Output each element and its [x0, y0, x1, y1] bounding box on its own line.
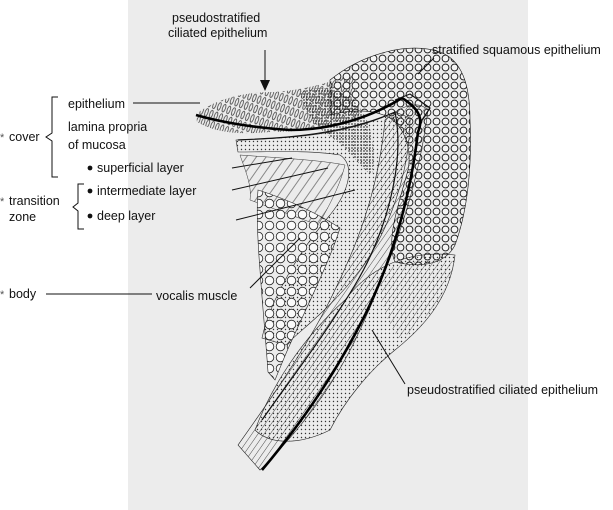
cover-label: cover — [9, 130, 40, 144]
transition-zone-label-line1: transition — [9, 194, 60, 208]
body-label: body — [9, 287, 37, 301]
lamina-propria-label-line2: of mucosa — [68, 138, 126, 152]
lamina-propria-label-line1: lamina propria — [68, 120, 147, 134]
intermediate-layer-label: intermediate layer — [97, 184, 196, 198]
bottom-pseudostratified-label: pseudostratified ciliated epithelium — [407, 383, 598, 397]
deep-bullet — [88, 214, 93, 219]
superficial-bullet — [88, 166, 93, 171]
superficial-layer-label: superficial layer — [97, 161, 184, 175]
transition-zone-label-line2: zone — [9, 210, 36, 224]
body-asterisk: * — [0, 289, 5, 301]
intermediate-bullet — [88, 189, 93, 194]
vocalis-muscle-label: vocalis muscle — [156, 289, 237, 303]
epithelium-label: epithelium — [68, 97, 125, 111]
top-pseudostratified-label-line1: pseudostratified — [172, 11, 260, 25]
cover-bracket — [46, 97, 58, 177]
transition-bracket — [73, 184, 84, 229]
stratified-squamous-label: stratified squamous epithelium — [432, 43, 601, 57]
top-pseudostratified-label-line2: ciliated epithelium — [168, 26, 267, 40]
cover-asterisk: * — [0, 132, 5, 144]
deep-layer-label: deep layer — [97, 209, 155, 223]
transition-asterisk: * — [0, 196, 5, 208]
